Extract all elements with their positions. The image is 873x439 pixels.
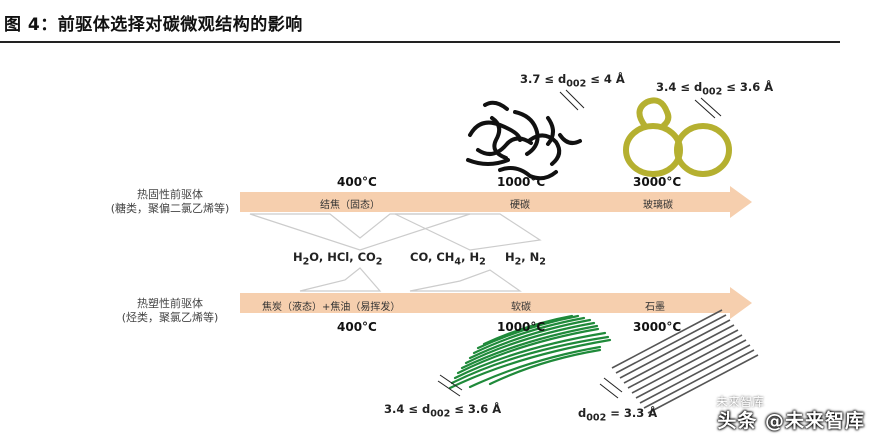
bottom-release-chevron-1 xyxy=(299,267,382,292)
title-divider xyxy=(0,41,840,43)
thermoset-precursor-label: 热固性前驱体 (糖类，聚偏二氯乙烯等) xyxy=(95,188,245,216)
bottom-process-arrow xyxy=(240,287,752,319)
gas-release-1: H2O, HCl, CO2 xyxy=(293,250,383,268)
glassy-carbon-structure xyxy=(623,97,732,177)
top-release-chevron-2 xyxy=(394,213,542,251)
bottom-stage-soft-carbon: 软碳 xyxy=(511,302,531,313)
spacing-glassy-carbon: 3.4 ≤ d002 ≤ 3.6 Å xyxy=(656,80,774,98)
hard-carbon-structure xyxy=(466,100,582,181)
watermark-main: 头条 @未来智库 xyxy=(717,410,865,432)
bottom-release-chevron-2 xyxy=(409,269,522,292)
top-process-arrow xyxy=(240,186,752,218)
top-temp-1000: 1000°C xyxy=(497,175,546,189)
gas-release-3: H2, N2 xyxy=(505,250,546,268)
bottom-temp-3000: 3000°C xyxy=(633,320,682,334)
top-release-chevron-1 xyxy=(249,213,471,251)
top-temp-400: 400°C xyxy=(337,175,377,189)
thermoplastic-name: 热塑性前驱体 xyxy=(137,297,203,310)
top-stage-coke: 结焦（固态） xyxy=(320,200,380,211)
thermoset-examples: (糖类，聚偏二氯乙烯等) xyxy=(110,202,230,215)
thermoplastic-examples: (烃类，聚氯乙烯等) xyxy=(121,311,219,324)
spacing-graphite: d002 = 3.3 Å xyxy=(578,406,658,424)
bottom-stage-graphite: 石墨 xyxy=(645,302,665,313)
bottom-stage-coke-tar: 焦炭（液态）+焦油（易挥发） xyxy=(262,302,401,313)
bottom-temp-1000: 1000°C xyxy=(497,320,546,334)
figure-title: 图 4：前驱体选择对碳微观结构的影响 xyxy=(4,15,303,35)
bottom-temp-400: 400°C xyxy=(337,320,377,334)
spacing-hard-carbon: 3.7 ≤ d002 ≤ 4 Å xyxy=(520,72,625,90)
gas-release-2: CO, CH4, H2 xyxy=(410,250,486,268)
soft-carbon-structure xyxy=(448,314,612,390)
watermark-small: 未来智库 xyxy=(716,395,765,409)
spacing-indicators xyxy=(437,89,722,399)
spacing-soft-carbon: 3.4 ≤ d002 ≤ 3.6 Å xyxy=(384,402,502,420)
thermoplastic-precursor-label: 热塑性前驱体 (烃类，聚氯乙烯等) xyxy=(95,297,245,325)
graphite-structure xyxy=(611,309,759,414)
top-stage-glassy-carbon: 玻璃碳 xyxy=(643,200,673,211)
thermoset-name: 热固性前驱体 xyxy=(137,188,203,201)
top-stage-hard-carbon: 硬碳 xyxy=(510,200,530,211)
top-temp-3000: 3000°C xyxy=(633,175,682,189)
